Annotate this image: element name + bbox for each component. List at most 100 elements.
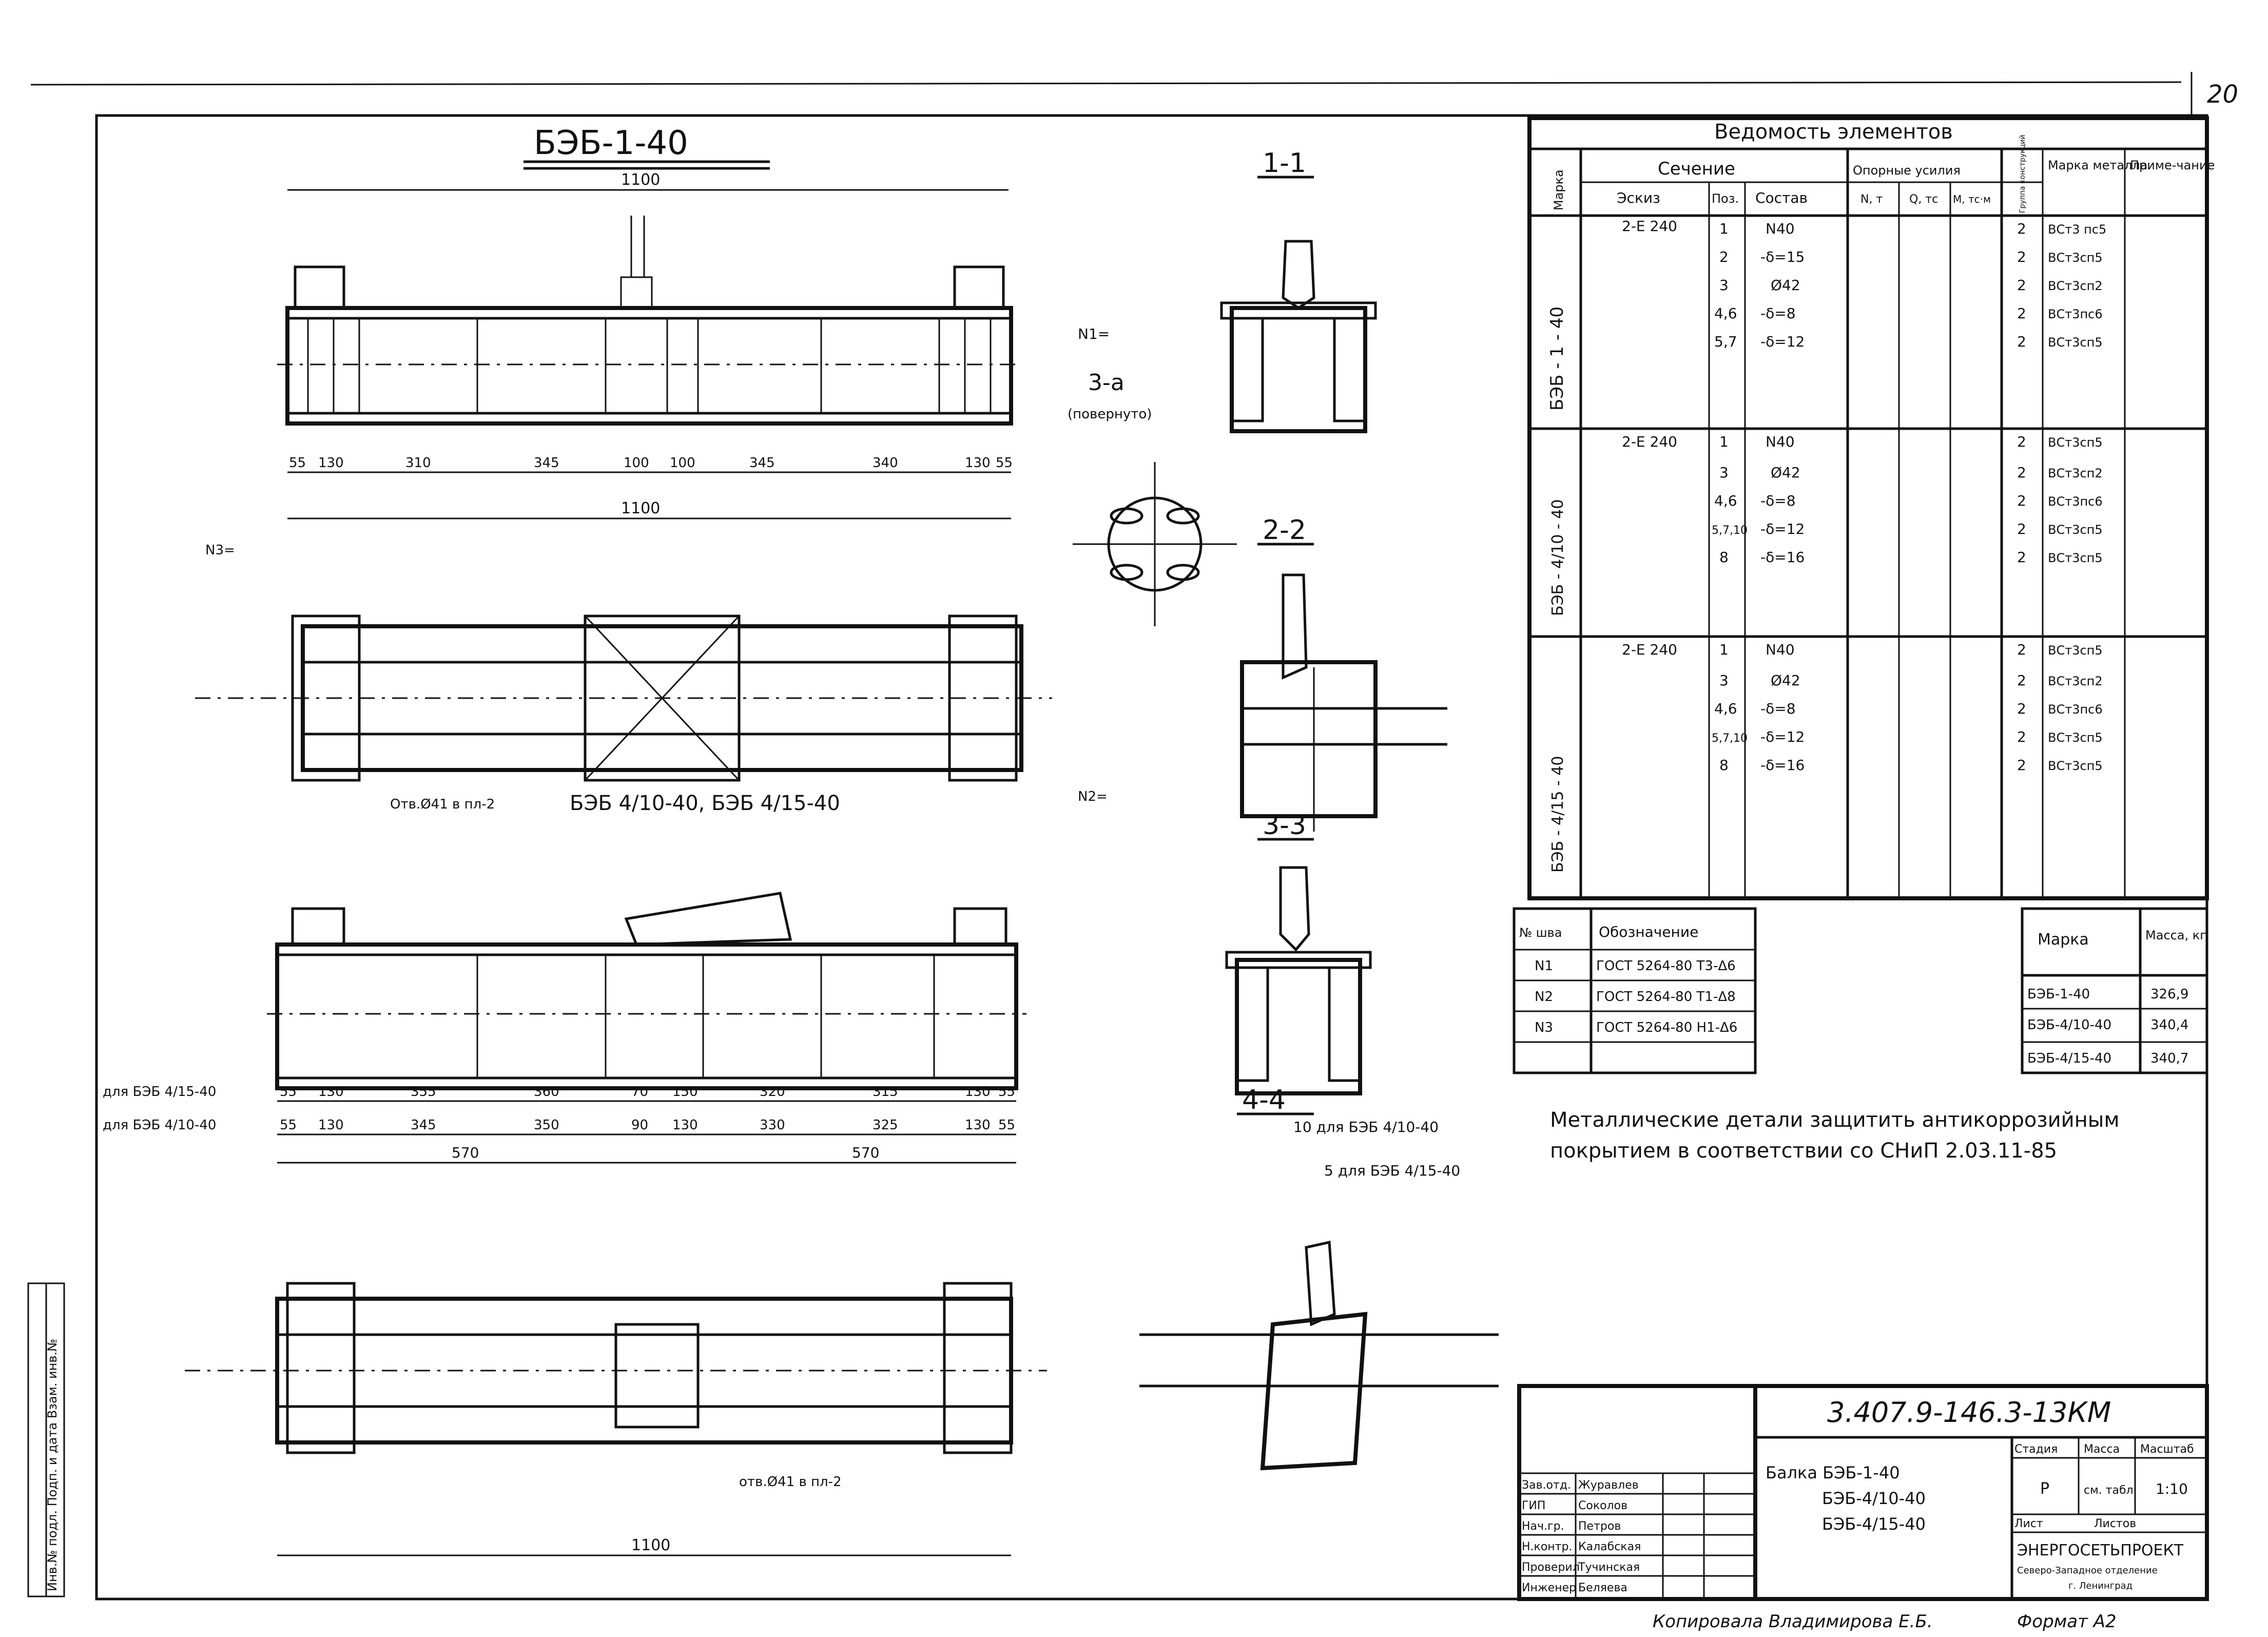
section-1-1-label: 1-1 (1263, 148, 1306, 179)
vedomost-col-group: Группа конструкций (2019, 135, 2027, 213)
stamp-scale-label: Масштаб (2140, 1443, 2194, 1456)
elev-half-left: 570 (452, 1144, 479, 1161)
svg-text:2: 2 (2017, 641, 2026, 658)
svg-text:-δ=8: -δ=8 (1760, 492, 1796, 509)
svg-text:1: 1 (1719, 220, 1729, 237)
stamp-mass-label: Масса (2084, 1443, 2120, 1456)
svg-text:55: 55 (998, 1084, 1015, 1100)
svg-text:5,7,10: 5,7,10 (1712, 524, 1748, 537)
svg-text:Ø42: Ø42 (1771, 672, 1800, 689)
group-rows-2: 1 N40 2 ВСт3сп5 3 Ø42 2 ВСт3сп2 4,6 -δ=8… (1712, 433, 2103, 566)
stamp-name-2: БЭБ-4/10-40 (1822, 1489, 1926, 1508)
svg-text:Проверил: Проверил (1522, 1561, 1580, 1574)
stamp-sheets-label: Листов (2094, 1517, 2136, 1530)
svg-text:4,6: 4,6 (1714, 305, 1737, 322)
beam-elevation-top (277, 216, 1021, 426)
svg-text:ВСт3пс6: ВСт3пс6 (2048, 702, 2103, 717)
svg-text:N40: N40 (1766, 433, 1795, 450)
dim-bottom-total: 1100 (631, 1536, 670, 1554)
svg-text:Петров: Петров (1578, 1520, 1621, 1533)
group-mark-3: БЭБ - 4/15 - 40 (1549, 756, 1567, 873)
svg-text:4,6: 4,6 (1714, 700, 1737, 717)
copied-by: Копировала Владимирова Е.Б. (1653, 1611, 1933, 1632)
svg-text:ВСт3сп5: ВСт3сп5 (2048, 523, 2103, 537)
svg-text:130: 130 (318, 1118, 344, 1133)
svg-text:55: 55 (289, 455, 306, 471)
section-3-3 (1225, 866, 1372, 1095)
svg-text:315: 315 (873, 1084, 898, 1100)
section-3a-label: 3-а (1088, 370, 1125, 396)
svg-text:ГОСТ 5264-80 Т3-Δ6: ГОСТ 5264-80 Т3-Δ6 (1596, 958, 1736, 974)
svg-text:-δ=16: -δ=16 (1760, 549, 1805, 566)
mass-col-mass: Масса, кг (2145, 928, 2206, 942)
svg-text:2: 2 (2017, 700, 2026, 717)
stamp-org-2: Северо-Западное отделение (2017, 1565, 2158, 1576)
svg-text:ВСт3 пс5: ВСт3 пс5 (2048, 222, 2106, 237)
elev-half-right: 570 (852, 1144, 879, 1161)
dim-top-bottom-total: 1100 (621, 499, 660, 517)
vedomost-title: Ведомость элементов (1714, 120, 1953, 144)
section-4-4-label: 4-4 (1242, 1085, 1286, 1115)
svg-text:ГОСТ 5264-80 Н1-Δ6: ГОСТ 5264-80 Н1-Δ6 (1596, 1020, 1737, 1035)
rosette-detail (1073, 462, 1237, 626)
stamp-org-3: г. Ленинград (2068, 1581, 2133, 1591)
hole-note-1: Отв.Ø41 в пл-2 (390, 797, 495, 812)
side-stamp-text: Инв.№ подл. Подп. и дата Взам. инв.№ (45, 1339, 60, 1591)
svg-text:2: 2 (2017, 492, 2026, 509)
hole-note-2: отв.Ø41 в пл-2 (739, 1474, 842, 1490)
svg-text:ВСт3сп2: ВСт3сп2 (2048, 674, 2103, 688)
svg-text:340,7: 340,7 (2150, 1051, 2188, 1066)
vedomost-col-forces: Опорные усилия (1853, 163, 1961, 178)
svg-text:N40: N40 (1766, 220, 1795, 237)
svg-text:2: 2 (2017, 433, 2026, 450)
svg-text:ВСт3сп2: ВСт3сп2 (2048, 279, 2103, 293)
svg-text:Ø42: Ø42 (1771, 277, 1800, 294)
svg-text:Беляева: Беляева (1578, 1582, 1627, 1594)
svg-text:Соколов: Соколов (1578, 1499, 1627, 1512)
sheet-frame (95, 114, 2208, 1601)
svg-text:Тучинская: Тучинская (1578, 1561, 1640, 1574)
svg-text:55: 55 (280, 1118, 297, 1133)
group-sketch-2: 2-Е 240 (1622, 433, 1677, 450)
svg-text:ГОСТ 5264-80 Т1-Δ8: ГОСТ 5264-80 Т1-Δ8 (1596, 989, 1736, 1005)
svg-text:ВСт3сп5: ВСт3сп5 (2048, 551, 2103, 565)
vedomost-col-mark: Марка (1552, 169, 1566, 210)
svg-text:340: 340 (873, 455, 898, 471)
svg-text:100: 100 (670, 455, 695, 471)
svg-text:3: 3 (1719, 464, 1729, 481)
svg-text:100: 100 (624, 455, 649, 471)
vedomost-col-section: Сечение (1658, 159, 1735, 179)
svg-text:2: 2 (2017, 757, 2026, 774)
section-2-2-label: 2-2 (1263, 515, 1306, 546)
section-3-3-label: 3-3 (1263, 810, 1306, 841)
svg-text:-δ=15: -δ=15 (1760, 248, 1805, 265)
callout-n3-plan: N3= (205, 543, 235, 558)
svg-text:2: 2 (2017, 521, 2026, 537)
group-sketch-3: 2-Е 240 (1622, 641, 1677, 658)
elev-row2-values: 55 130 345 350 90 130 330 325 130 55 (280, 1118, 1015, 1133)
svg-text:8: 8 (1719, 549, 1729, 566)
callout-n1: N1= (1078, 325, 1110, 342)
svg-text:ВСт3сп5: ВСт3сп5 (2048, 643, 2103, 658)
svg-text:150: 150 (672, 1084, 698, 1100)
section-2-2 (1240, 573, 1447, 832)
svg-text:БЭБ-4/10-40: БЭБ-4/10-40 (2027, 1017, 2111, 1033)
beam-elevation-side (267, 892, 1026, 1090)
svg-text:320: 320 (760, 1084, 785, 1100)
svg-text:1: 1 (1719, 433, 1729, 450)
detail-4-4-b: 5 для БЭБ 4/15-40 (1324, 1162, 1460, 1179)
beam-plan-view (195, 614, 1052, 782)
stamp-mass: см. табл. (2084, 1484, 2137, 1497)
svg-text:Н.контр.: Н.контр. (1522, 1540, 1572, 1553)
svg-text:345: 345 (411, 1118, 436, 1133)
group-rows-3: 1 N40 2 ВСт3сп5 3 Ø42 2 ВСт3сп2 4,6 -δ=8… (1712, 641, 2103, 774)
svg-text:ВСт3пс6: ВСт3пс6 (2048, 494, 2103, 509)
stamp-code: 3.407.9-146.3-13КМ (1827, 1396, 2111, 1429)
svg-text:345: 345 (534, 455, 559, 471)
stamp-name-1: Балка БЭБ-1-40 (1766, 1463, 1900, 1482)
svg-text:ВСт3сп5: ВСт3сп5 (2048, 730, 2103, 745)
svg-text:130: 130 (965, 455, 991, 471)
page-number: 20 (2207, 80, 2238, 109)
svg-text:4,6: 4,6 (1714, 492, 1737, 509)
